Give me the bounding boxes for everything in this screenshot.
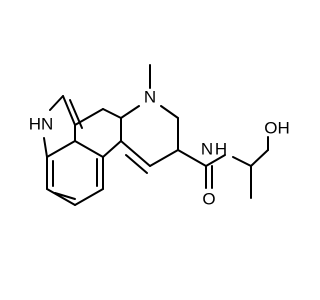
bond-double-inner	[69, 99, 83, 129]
bond	[74, 108, 104, 126]
bond	[120, 140, 151, 167]
bond	[43, 137, 48, 158]
atom-labels: HN N N H O OH	[29, 88, 290, 209]
amide-n-label: N	[201, 140, 213, 159]
bond	[62, 95, 76, 126]
bond	[160, 105, 179, 119]
bonds	[43, 64, 269, 206]
bond	[46, 140, 76, 158]
bond	[149, 149, 179, 167]
bond	[102, 140, 122, 158]
hydroxyl-label: OH	[264, 119, 290, 138]
bond-double-inner	[125, 154, 148, 174]
carbonyl-o-label: O	[202, 190, 215, 209]
bond	[177, 149, 207, 167]
bond	[250, 149, 269, 167]
bond	[102, 108, 122, 119]
indole-nh-label: HN	[29, 115, 54, 134]
bond	[46, 188, 76, 206]
bond-double-inner	[54, 192, 76, 200]
bond	[205, 154, 226, 167]
bond	[120, 105, 140, 119]
amine-n-label: N	[144, 88, 156, 107]
bond	[49, 95, 64, 111]
bond	[74, 188, 104, 206]
amide-h-label: H	[215, 140, 227, 159]
molecule-structure: HN N N H O OH	[29, 64, 290, 209]
structure-canvas: HN N N H O OH	[29, 64, 290, 209]
bond	[232, 156, 252, 167]
bond	[74, 140, 104, 158]
